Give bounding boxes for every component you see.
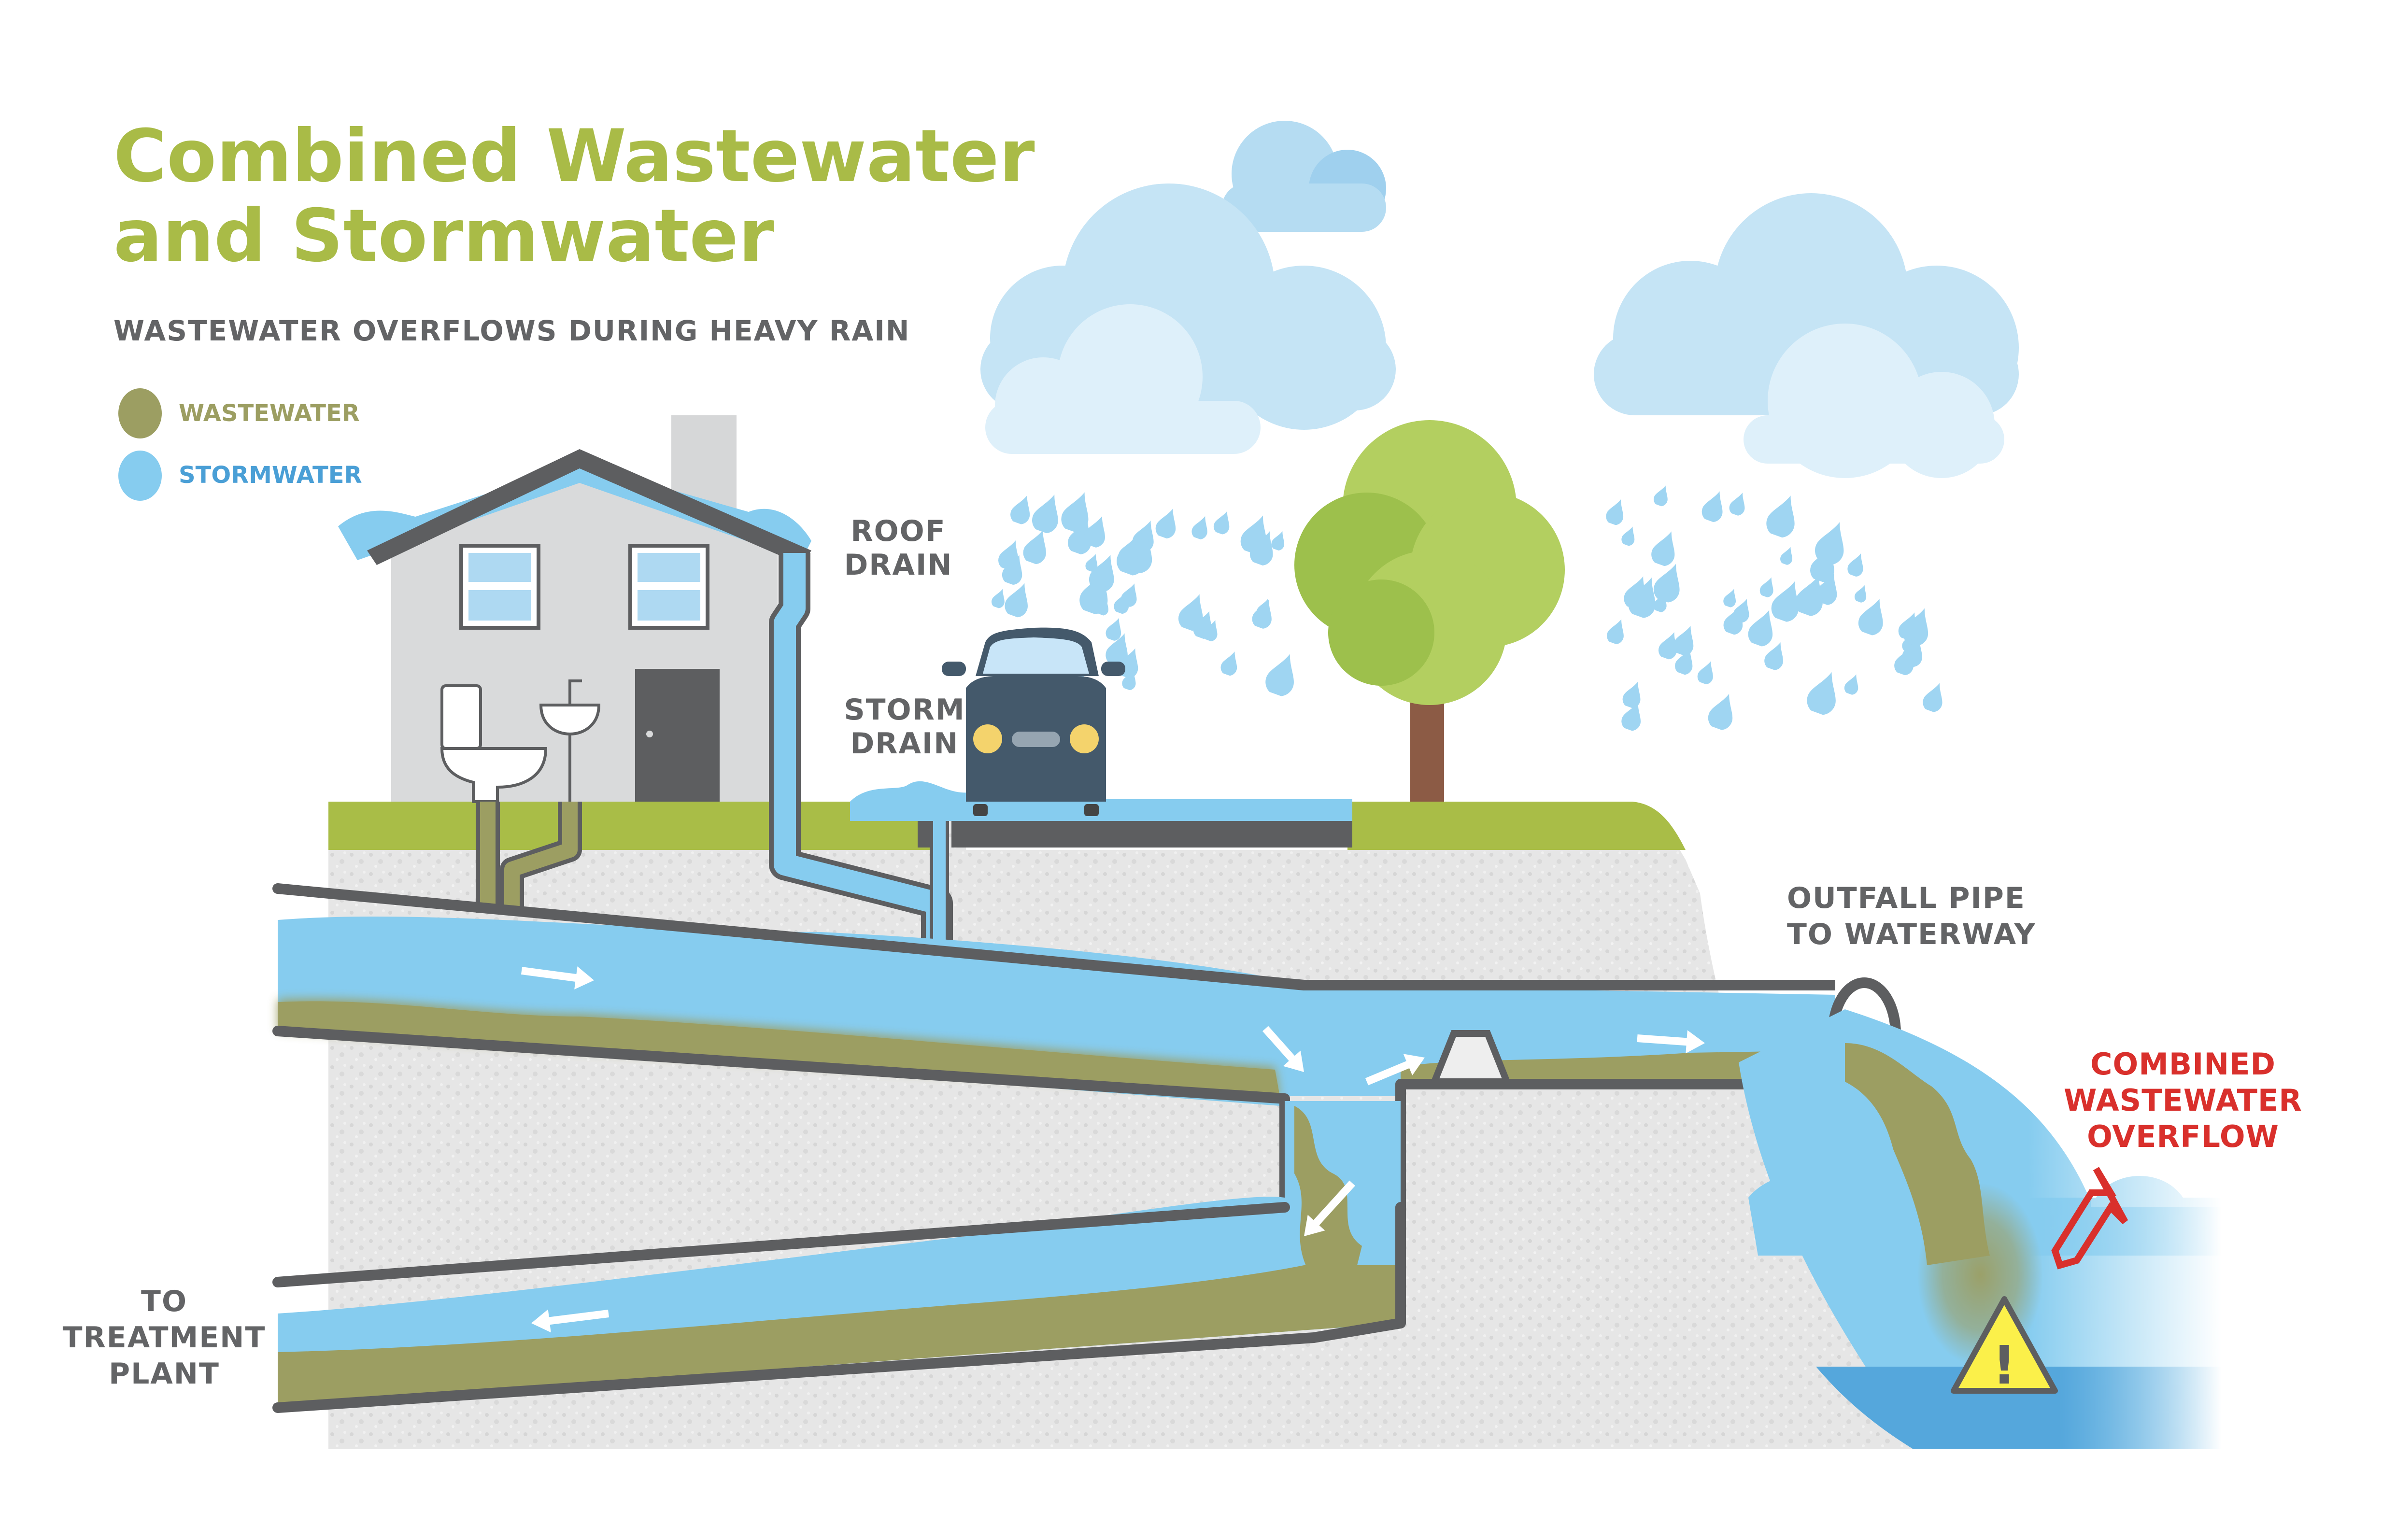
title-line-1: Combined Wastewater — [113, 114, 1035, 198]
storm-drain-line-2: DRAIN — [851, 727, 959, 761]
warning-exclamation: ! — [1992, 1334, 2016, 1396]
tree — [1294, 420, 1565, 811]
raindrop — [1758, 575, 1778, 599]
raindrop — [1648, 527, 1683, 568]
label-overflow: COMBINED WASTEWATER OVERFLOW — [2064, 1046, 2302, 1154]
legend-wastewater-label: WASTEWATER — [179, 400, 360, 427]
raindrop — [1727, 490, 1750, 517]
cloud-right — [1594, 193, 2019, 478]
overflow-callout-arrow — [2051, 1167, 2128, 1270]
raindrop — [1853, 583, 1871, 604]
legend: WASTEWATER STORMWATER — [118, 388, 362, 501]
raindrop — [1029, 490, 1067, 536]
grass-left — [328, 802, 947, 850]
headlight-left — [973, 724, 1002, 753]
treatment-line-1: TO — [141, 1285, 187, 1318]
raindrop — [1652, 483, 1673, 508]
house-waste-pipes — [476, 802, 582, 913]
sewer-main-lower — [272, 1101, 1406, 1413]
treatment-line-3: PLANT — [109, 1357, 220, 1391]
wastewater-swatch — [118, 388, 162, 438]
raindrop — [1695, 658, 1718, 686]
flow-arrow-icon — [521, 966, 594, 989]
road — [951, 821, 1352, 848]
raindrop — [1843, 672, 1863, 696]
raindrop — [1620, 678, 1646, 710]
outfall-line-2: TO WATERWAY — [1787, 918, 2036, 951]
raindrop — [1845, 551, 1869, 579]
cloud-left — [980, 184, 1396, 454]
raindrop — [1262, 649, 1304, 699]
subtitle: WASTEWATER OVERFLOWS DURING HEAVY RAIN — [113, 314, 910, 347]
flow-arrow-icon — [1262, 1026, 1304, 1072]
car-grille — [1012, 732, 1060, 747]
label-outfall: OUTFALL PIPE TO WATERWAY — [1787, 881, 2036, 951]
title-line-2: and Stormwater — [113, 194, 774, 278]
sewer-main-upper — [272, 883, 1841, 1213]
warning-icon: ! — [1951, 1296, 2058, 1396]
roof-drain-line-2: DRAIN — [844, 548, 953, 582]
roof — [367, 449, 811, 565]
outfall-line-1: OUTFALL PIPE — [1787, 881, 2026, 915]
diversion-weir — [1429, 1030, 1512, 1085]
raindrop — [1699, 487, 1730, 524]
raindrop — [1219, 649, 1243, 678]
flow-arrow-icon — [531, 1309, 609, 1333]
sink-icon — [539, 679, 601, 802]
grass-right — [1347, 802, 1686, 850]
raindrop — [1153, 505, 1183, 541]
raindrop — [1705, 689, 1741, 733]
label-roof-drain: ROOF DRAIN — [844, 514, 953, 582]
roof-drain-line-1: ROOF — [851, 514, 946, 548]
flow-arrow-icon — [1365, 1054, 1425, 1086]
raindrop — [1002, 579, 1035, 620]
car — [942, 627, 1125, 816]
flow-arrows — [521, 966, 1705, 1333]
label-treatment-plant: TO TREATMENT PLANT — [63, 1285, 266, 1391]
deep-water — [1816, 1367, 2222, 1449]
storm-drain-line-1: STORM — [844, 693, 965, 727]
raindrop — [1650, 559, 1688, 605]
treatment-line-2: TREATMENT — [63, 1321, 266, 1355]
raindrop — [1603, 496, 1629, 527]
raindrop — [1249, 596, 1278, 631]
raindrop — [1620, 524, 1639, 547]
legend-stormwater-label: STORMWATER — [179, 462, 362, 489]
raindrop — [1008, 492, 1036, 526]
raindrop — [1190, 513, 1213, 541]
flow-arrow-icon — [1304, 1180, 1355, 1236]
stormwater-swatch — [118, 451, 162, 501]
headlight-right — [1070, 724, 1099, 753]
label-storm-drain: STORM DRAIN — [844, 693, 965, 761]
flow-arrow-icon — [1637, 1030, 1705, 1054]
raindrop — [1270, 529, 1289, 552]
overflow-line-3: OVERFLOW — [2087, 1119, 2279, 1154]
raindrop — [1763, 491, 1804, 540]
overflow-line-2: WASTEWATER — [2064, 1083, 2302, 1118]
raindrop — [1778, 545, 1797, 566]
house — [338, 415, 811, 803]
raindrop — [1803, 667, 1845, 718]
raindrop — [1211, 508, 1235, 536]
raindrop — [1920, 679, 1949, 714]
raindrop — [1604, 616, 1630, 646]
toilet-icon — [440, 684, 548, 803]
overflow-line-1: COMBINED — [2090, 1046, 2276, 1082]
cloud-left-small — [1222, 121, 1386, 232]
raindrop — [1722, 586, 1740, 609]
title-block: Combined Wastewater and Stormwater WASTE… — [113, 114, 1035, 347]
